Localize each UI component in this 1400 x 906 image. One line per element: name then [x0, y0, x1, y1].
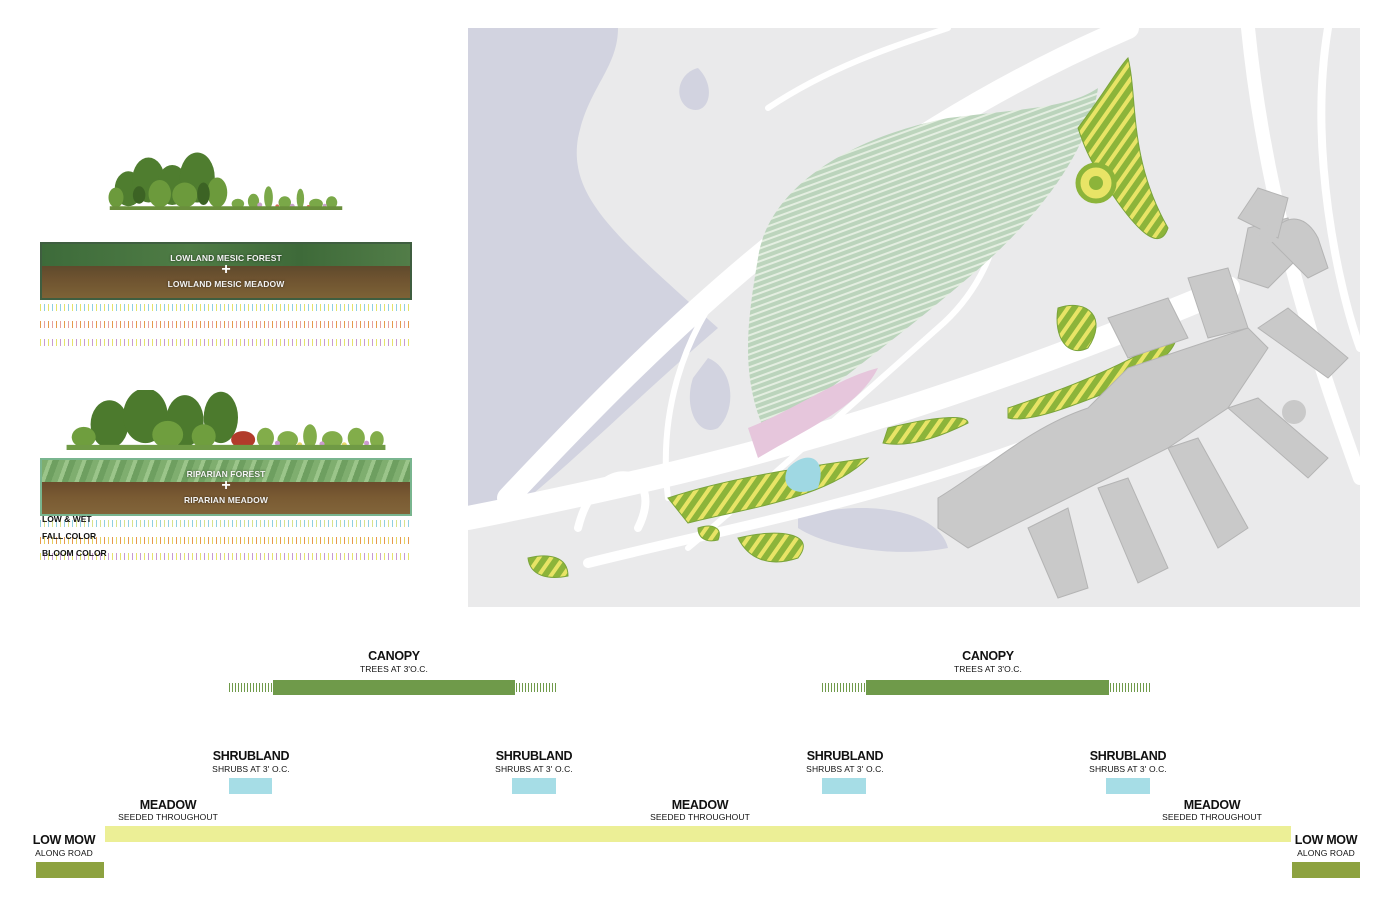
shrubland-subtitle-2: SHRUBS AT 3' O.C. [495, 764, 573, 774]
legend-fall-color-label: FALL COLOR [42, 531, 97, 541]
lowland-meadow-label: LOWLAND MESIC MEADOW [167, 279, 285, 289]
riparian-habitat-panel: RIPARIAN FOREST + RIPARIAN MEADOW [40, 458, 412, 516]
canopy-subtitle-left: TREES AT 3'O.C. [360, 664, 428, 674]
riparian-plus-sign: + [221, 477, 231, 494]
shrubland-subtitle-1: SHRUBS AT 3' O.C. [212, 764, 290, 774]
lowland-plus-sign: + [221, 261, 231, 278]
shrubland-title-2: SHRUBLAND [495, 749, 573, 763]
shrubland-bar-4 [1106, 778, 1150, 794]
meadow-title-left: MEADOW [139, 798, 197, 812]
meadow-title-right: MEADOW [1183, 798, 1241, 812]
lowmow-subtitle-right: ALONG ROAD [1297, 848, 1355, 858]
riparian-vegetation-illustration [66, 390, 386, 450]
lowmow-bar-left [36, 862, 104, 878]
lowland-vegetation-illustration [108, 152, 343, 210]
shrubland-title-3: SHRUBLAND [806, 749, 884, 763]
shrubland-bar-1 [229, 778, 272, 794]
water-body [468, 28, 718, 508]
lowmow-title-left: LOW MOW [32, 833, 96, 847]
meadow-title-center: MEADOW [671, 798, 729, 812]
riparian-fall-color-ticks [40, 537, 412, 544]
lowland-bloom-color-ticks [40, 339, 412, 346]
canopy-hatch-left-b [516, 683, 557, 692]
lowmow-title-right: LOW MOW [1294, 833, 1358, 847]
meadow-subtitle-center: SEEDED THROUGHOUT [650, 812, 750, 822]
canopy-hatch-left-a [229, 683, 272, 692]
central-planting-area [748, 88, 1098, 438]
lowland-low-wet-ticks [40, 304, 412, 311]
lowland-fall-color-ticks [40, 321, 412, 328]
meadow-subtitle-left: SEEDED THROUGHOUT [118, 812, 218, 822]
canopy-bar-right [866, 680, 1109, 695]
canopy-title-right: CANOPY [962, 649, 1014, 663]
vignette-riparian: RIPARIAN FOREST + RIPARIAN MEADOW [40, 390, 412, 565]
lowland-habitat-panel: LOWLAND MESIC FOREST + LOWLAND MESIC MEA… [40, 242, 412, 300]
shrubland-title-4: SHRUBLAND [1089, 749, 1167, 763]
canopy-hatch-right-a [822, 683, 865, 692]
canopy-title-left: CANOPY [368, 649, 420, 663]
riparian-bloom-color-ticks [40, 553, 412, 560]
legend-low-wet-label: LOW & WET [42, 514, 92, 524]
vignette-lowland-mesic: LOWLAND MESIC FOREST + LOWLAND MESIC MEA… [40, 150, 412, 350]
lowmow-bar-right [1292, 862, 1360, 878]
meadow-bar [105, 826, 1291, 842]
canopy-hatch-right-b [1110, 683, 1152, 692]
legend-bloom-color-label: BLOOM COLOR [42, 548, 107, 558]
lowland-forest-label: LOWLAND MESIC FOREST [170, 253, 282, 263]
terminal-building [937, 327, 1269, 549]
meadow-subtitle-right: SEEDED THROUGHOUT [1162, 812, 1262, 822]
canopy-subtitle-right: TREES AT 3'O.C. [954, 664, 1022, 674]
shrubland-title-1: SHRUBLAND [212, 749, 290, 763]
shrubland-bar-3 [822, 778, 866, 794]
canopy-bar-left [273, 680, 515, 695]
riparian-forest-label: RIPARIAN FOREST [186, 469, 266, 479]
site-plan-map [468, 28, 1360, 607]
shrubland-bar-2 [512, 778, 556, 794]
riparian-low-wet-ticks [40, 520, 412, 527]
lowmow-subtitle-left: ALONG ROAD [35, 848, 93, 858]
shrubland-subtitle-3: SHRUBS AT 3' O.C. [806, 764, 884, 774]
riparian-meadow-label: RIPARIAN MEADOW [184, 495, 268, 505]
shrubland-subtitle-4: SHRUBS AT 3' O.C. [1089, 764, 1167, 774]
